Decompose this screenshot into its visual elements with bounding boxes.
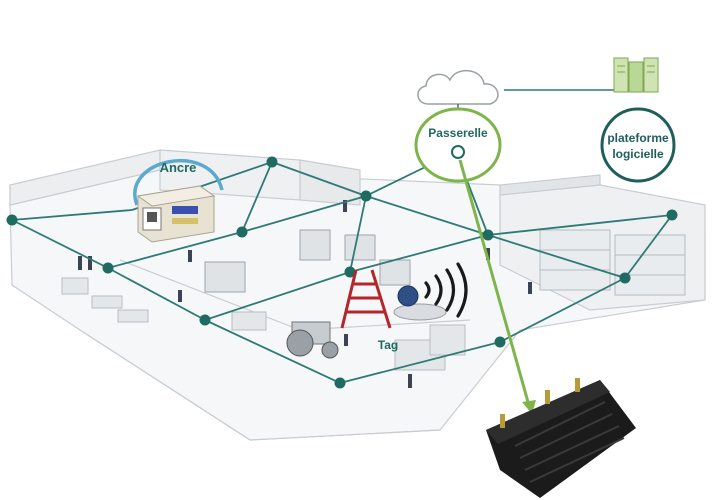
anchor-device-icon: [136, 185, 216, 243]
gateway-label: Passerelle: [428, 126, 488, 140]
network-node: [619, 272, 631, 284]
anchor-label: Ancre: [160, 160, 197, 175]
platform-label-line2: logicielle: [612, 147, 664, 161]
factory-machines: [204, 229, 411, 293]
network-node: [494, 336, 506, 348]
network-node: [266, 156, 278, 168]
platform-group: plateforme logicielle: [600, 107, 676, 183]
network-node: [360, 190, 372, 202]
gateway-node: [451, 145, 465, 159]
workers: [78, 200, 532, 388]
network-node: [344, 266, 356, 278]
network-node: [199, 314, 211, 326]
tag-label: Tag: [378, 338, 398, 352]
cloud-icon: [417, 70, 499, 105]
tractor: [286, 321, 339, 359]
network-nodes: [6, 156, 678, 389]
tag-device: [393, 285, 447, 321]
anchor-group: Ancre: [133, 158, 224, 243]
gateway-router-icon: [486, 378, 636, 498]
wifi-signal-icon: [424, 262, 468, 318]
server-icon: [613, 57, 659, 93]
network-node: [666, 209, 678, 221]
platform-label-line1: plateforme: [607, 131, 669, 145]
ladder-icon: [340, 269, 392, 329]
gateway-group: Passerelle: [414, 107, 502, 183]
network-node: [482, 229, 494, 241]
network-node: [102, 262, 114, 274]
network-links: [11, 151, 673, 384]
network-node: [334, 377, 346, 389]
network-node: [6, 214, 18, 226]
network-node: [236, 226, 248, 238]
